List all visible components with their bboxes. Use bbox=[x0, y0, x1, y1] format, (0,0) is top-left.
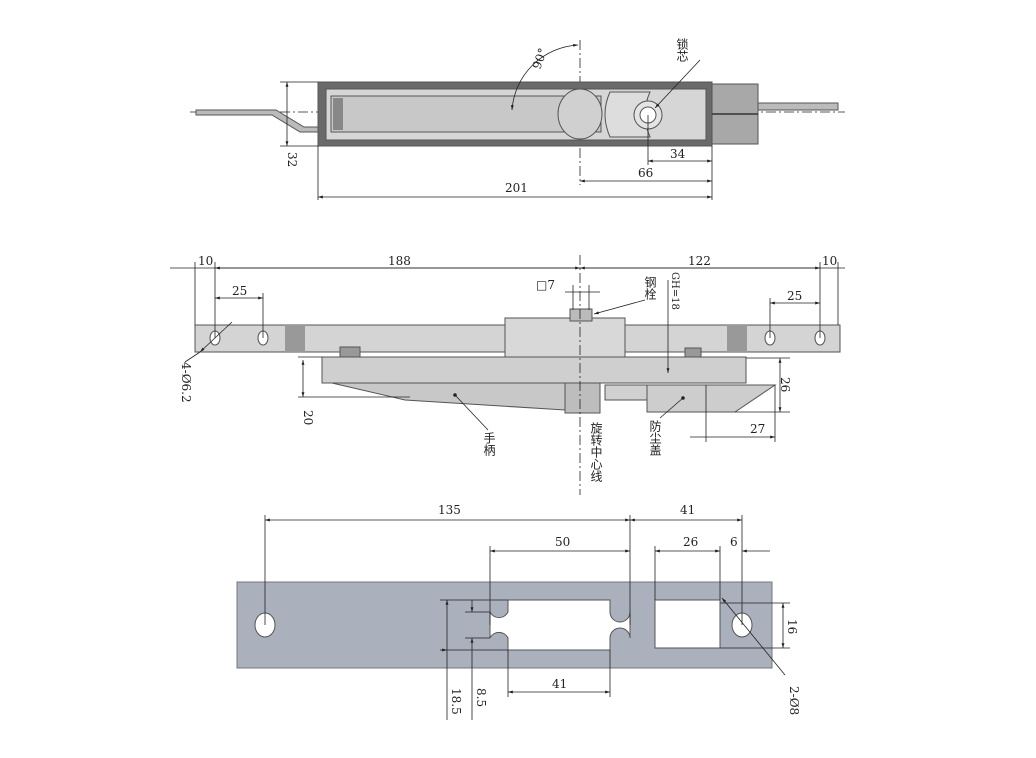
pivot-shaft bbox=[564, 382, 601, 414]
right-rod bbox=[756, 102, 839, 111]
handle-cutout bbox=[489, 599, 631, 651]
dim-center-to-end: 66 bbox=[638, 166, 653, 180]
cover-hinge bbox=[604, 384, 648, 401]
dim-left-hole-pitch: 25 bbox=[232, 284, 247, 298]
dim-left-end: 10 bbox=[198, 254, 213, 268]
dim-cover-height: 26 bbox=[778, 377, 792, 392]
dim-right-end: 10 bbox=[822, 254, 837, 268]
slot-end bbox=[333, 98, 343, 130]
dim-slot-bottom: 41 bbox=[552, 677, 567, 691]
bar-block-right bbox=[727, 325, 747, 352]
dim-height: 32 bbox=[285, 152, 299, 167]
top-view: 90° 锁芯 32 201 66 34 bbox=[190, 37, 845, 200]
side-view: 10 188 122 10 25 25 □7 钢栓 GH=18 4-Ø6.2 2… bbox=[170, 254, 845, 495]
dim-hole-to-slot: 135 bbox=[438, 503, 461, 517]
screw-left bbox=[339, 346, 361, 358]
rotation-center-label: 旋转中心线 bbox=[589, 422, 603, 482]
center-block bbox=[504, 317, 626, 359]
dust-cover-label: 防尘盖 bbox=[648, 419, 662, 456]
dim-total: 201 bbox=[505, 181, 528, 195]
dim-notch-height: 8.5 bbox=[474, 688, 488, 707]
dim-cover-width: 27 bbox=[750, 422, 765, 436]
angle-arc bbox=[510, 43, 579, 111]
holes-spec: 4-Ø6.2 bbox=[179, 362, 193, 403]
dim-right-length: 122 bbox=[688, 254, 711, 268]
gh-label: GH=18 bbox=[669, 272, 680, 310]
holes-spec: 2-Ø8 bbox=[787, 686, 801, 715]
dust-cover bbox=[646, 384, 777, 413]
cutout-view: 135 41 50 26 6 41 18.5 8.5 16 2-Ø8 bbox=[236, 503, 801, 720]
square-size: □7 bbox=[536, 278, 555, 292]
lock-core-label: 锁芯 bbox=[675, 37, 689, 62]
dim-slot-height: 18.5 bbox=[449, 688, 463, 715]
dim-handle-height: 20 bbox=[301, 410, 315, 425]
handle-label: 手柄 bbox=[482, 432, 496, 457]
pivot bbox=[557, 88, 603, 140]
dim-hole-offset: 6 bbox=[730, 535, 738, 549]
dim-right-hole-pitch: 25 bbox=[787, 289, 802, 303]
handle bbox=[331, 382, 566, 411]
handle-base bbox=[321, 356, 747, 384]
dim-slot-to-hole: 41 bbox=[680, 503, 695, 517]
angle-label: 90° bbox=[530, 46, 550, 71]
dim-left-length: 188 bbox=[388, 254, 411, 268]
dim-window-height: 16 bbox=[785, 619, 799, 634]
bolt-label: 钢栓 bbox=[643, 276, 657, 301]
left-rod bbox=[195, 109, 321, 133]
steel-bolt bbox=[569, 308, 593, 322]
dim-core-to-end: 34 bbox=[670, 147, 686, 161]
dim-window-width: 26 bbox=[683, 535, 698, 549]
dim-slot-width: 50 bbox=[555, 535, 570, 549]
bar-block-left bbox=[285, 325, 305, 352]
cover-window bbox=[654, 599, 721, 649]
